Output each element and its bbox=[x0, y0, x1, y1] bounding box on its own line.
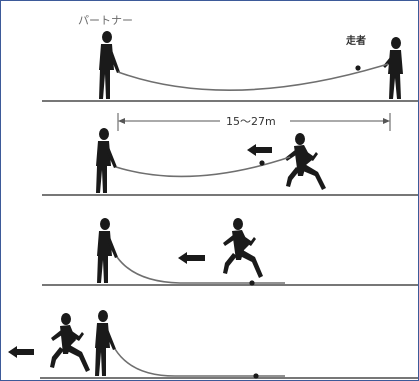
person-running-icon bbox=[285, 133, 326, 190]
person-standing-icon bbox=[95, 310, 116, 376]
panel-4 bbox=[8, 310, 418, 379]
arrow-left-icon bbox=[178, 252, 205, 264]
rope-1 bbox=[117, 63, 389, 91]
rope-3 bbox=[116, 256, 285, 284]
person-running-icon bbox=[223, 218, 263, 278]
person-running-icon bbox=[50, 313, 90, 372]
partner-label: パートナー bbox=[78, 14, 133, 27]
rope-4 bbox=[114, 348, 285, 377]
panel-1 bbox=[42, 31, 418, 102]
person-standing-icon bbox=[97, 218, 118, 283]
person-standing-icon bbox=[96, 128, 117, 193]
distance-label: 15〜27m bbox=[226, 115, 276, 128]
rope-weight-icon bbox=[253, 373, 259, 379]
rope-weight-icon bbox=[355, 65, 361, 71]
arrow-left-icon bbox=[8, 346, 34, 358]
rope-weight-icon bbox=[249, 280, 255, 286]
arrow-left-icon bbox=[247, 144, 272, 156]
person-standing-icon bbox=[99, 31, 120, 99]
panel-2 bbox=[42, 113, 418, 196]
person-standing-icon bbox=[383, 37, 403, 99]
runner-label: 走者 bbox=[346, 36, 366, 47]
rope-weight-icon bbox=[259, 160, 265, 166]
panel-3 bbox=[42, 218, 418, 286]
rope-2 bbox=[115, 156, 291, 178]
